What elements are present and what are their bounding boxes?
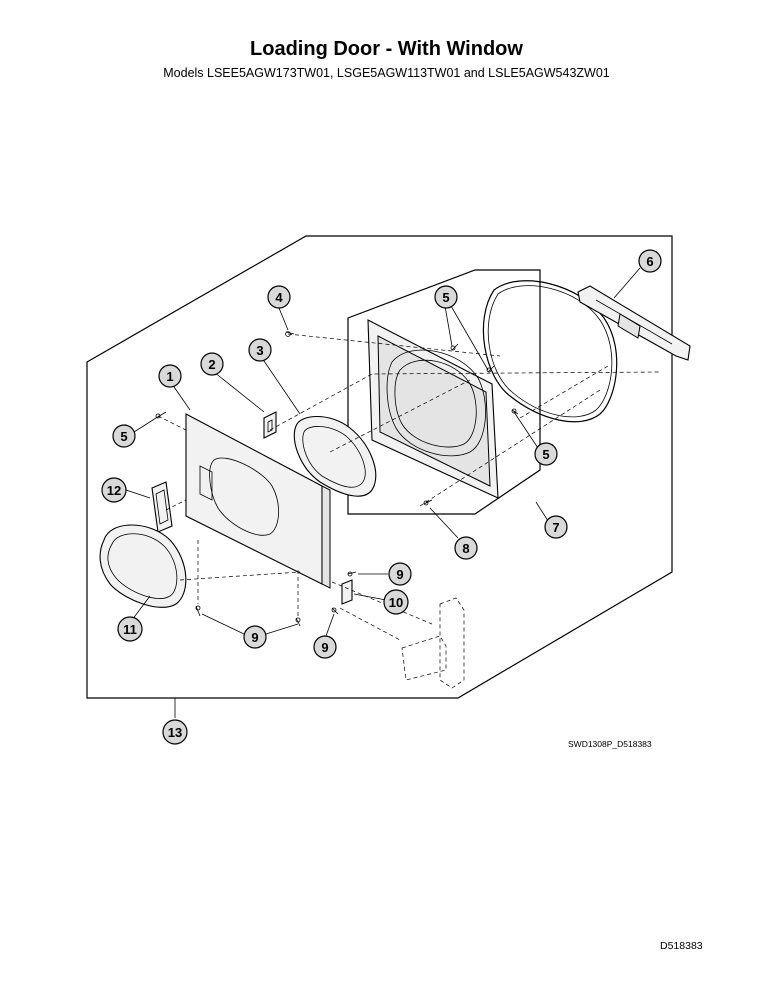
callout-5-top-label: 5 bbox=[442, 290, 449, 305]
callout-5-left-label: 5 bbox=[120, 429, 127, 444]
latch-strike bbox=[263, 411, 277, 439]
door-gasket bbox=[482, 280, 618, 423]
page-title: Loading Door - With Window bbox=[250, 38, 523, 60]
callout-8: 8 bbox=[454, 536, 478, 560]
callout-1-label: 1 bbox=[166, 369, 173, 384]
callout-9-bottom-left-label: 9 bbox=[251, 630, 258, 645]
callout-10-label: 10 bbox=[389, 595, 403, 610]
door-hinge bbox=[341, 579, 353, 605]
callout-9-bottom-label: 9 bbox=[321, 640, 328, 655]
callout-3-label: 3 bbox=[256, 343, 263, 358]
callout-13-label: 13 bbox=[168, 725, 182, 740]
callout-2-label: 2 bbox=[208, 357, 215, 372]
window-frame bbox=[293, 416, 377, 497]
callout-13: 13 bbox=[162, 719, 188, 745]
callout-10: 10 bbox=[383, 589, 409, 615]
callout-3: 3 bbox=[248, 338, 272, 362]
page-subtitle: Models LSEE5AGW173TW01, LSGE5AGW113TW01 … bbox=[163, 66, 610, 80]
callout-9-right-label: 9 bbox=[396, 567, 403, 582]
inner-door-panel-outline bbox=[347, 269, 541, 515]
callout-5-right-label: 5 bbox=[542, 447, 549, 462]
callout-5-top: 5 bbox=[434, 285, 458, 309]
callout-1: 1 bbox=[158, 364, 182, 388]
callout-9-right: 9 bbox=[388, 562, 412, 586]
leader-lines bbox=[125, 267, 641, 718]
callout-12: 12 bbox=[101, 477, 127, 503]
callout-9-bottom-left: 9 bbox=[243, 625, 267, 649]
latch-cover bbox=[151, 481, 173, 533]
screws bbox=[155, 331, 519, 627]
callout-11-label: 11 bbox=[123, 622, 137, 637]
callout-4: 4 bbox=[267, 285, 291, 309]
callout-11: 11 bbox=[117, 616, 143, 642]
callout-12-label: 12 bbox=[107, 483, 121, 498]
document-code: D518383 bbox=[660, 940, 703, 952]
window-glass bbox=[99, 524, 187, 608]
callout-6-label: 6 bbox=[646, 254, 653, 269]
callout-4-label: 4 bbox=[275, 290, 283, 305]
callout-6: 6 bbox=[638, 249, 662, 273]
callout-2: 2 bbox=[200, 352, 224, 376]
inner-door-panel bbox=[367, 319, 499, 499]
callout-8-label: 8 bbox=[462, 541, 469, 556]
figure-code: SWD1308P_D518383 bbox=[568, 739, 652, 749]
callout-9-bottom: 9 bbox=[313, 635, 337, 659]
outer-door-panel bbox=[185, 413, 331, 589]
hinge-bracket-reference bbox=[401, 597, 465, 689]
callout-7: 7 bbox=[544, 515, 568, 539]
assembly-boundary bbox=[86, 235, 673, 699]
callout-5-right: 5 bbox=[534, 442, 558, 466]
callout-5-left: 5 bbox=[112, 424, 136, 448]
handle-bracket bbox=[577, 285, 691, 361]
assembly-guide-lines bbox=[157, 333, 661, 641]
callout-7-label: 7 bbox=[552, 520, 559, 535]
